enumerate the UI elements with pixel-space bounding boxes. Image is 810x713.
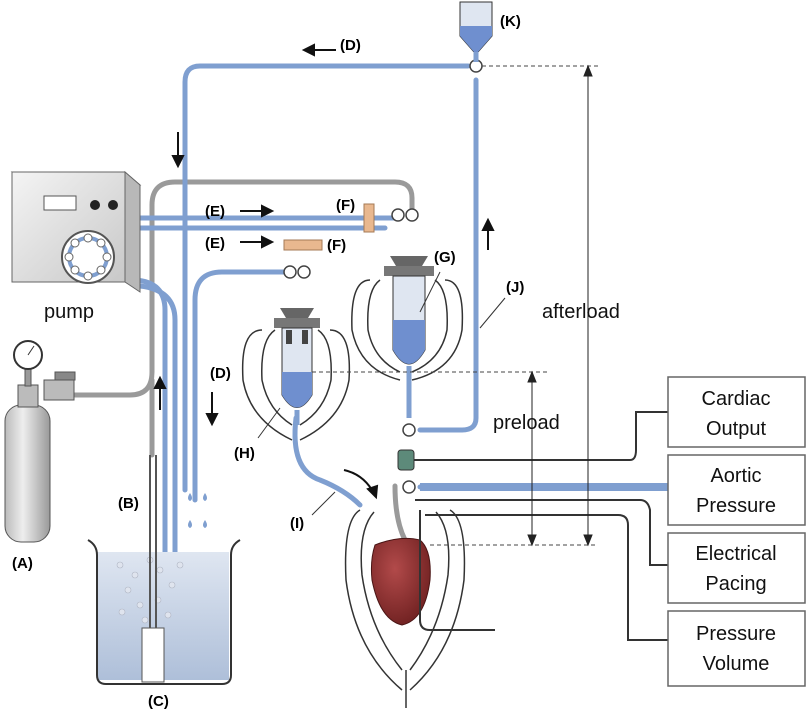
label-f-2: (F) bbox=[327, 237, 346, 254]
afterload-label: afterload bbox=[542, 301, 620, 323]
pressure-volume-line1: Pressure bbox=[696, 623, 776, 645]
heart-chamber bbox=[344, 509, 466, 708]
dimension-arrows bbox=[527, 64, 593, 547]
label-c: (C) bbox=[148, 693, 169, 710]
cardiac-output-line1: Cardiac bbox=[702, 388, 771, 410]
stopcocks bbox=[283, 59, 483, 494]
label-d-top: (D) bbox=[340, 37, 361, 54]
f-tube-vertical bbox=[363, 203, 375, 233]
label-b: (B) bbox=[118, 495, 139, 512]
pressure-volume-line2: Volume bbox=[703, 653, 770, 675]
pump-label: pump bbox=[44, 301, 94, 323]
leader-h bbox=[257, 407, 281, 439]
leader-g bbox=[419, 271, 441, 313]
beaker: (C) (B) bbox=[87, 455, 241, 710]
aortic-pressure-line1: Aortic bbox=[710, 465, 761, 487]
measurement-boxes bbox=[667, 376, 806, 687]
leader-i bbox=[311, 491, 336, 516]
heart bbox=[370, 537, 431, 626]
gas-cylinder: (A) bbox=[4, 340, 76, 572]
label-e-2: (E) bbox=[205, 235, 225, 252]
label-e-1: (E) bbox=[205, 203, 225, 220]
cables bbox=[414, 411, 668, 641]
cardiac-output-line2: Output bbox=[706, 418, 766, 440]
f-tube-horizontal bbox=[283, 239, 323, 251]
electrical-pacing-line1: Electrical bbox=[695, 543, 776, 565]
label-d-mid: (D) bbox=[210, 365, 231, 382]
label-g: (G) bbox=[434, 249, 456, 266]
label-h: (H) bbox=[234, 445, 255, 462]
electrical-pacing-line2: Pacing bbox=[705, 573, 766, 595]
gray-tubing bbox=[72, 179, 415, 543]
label-k: (K) bbox=[500, 13, 521, 30]
level-lines bbox=[312, 65, 598, 546]
label-i: (I) bbox=[290, 515, 304, 532]
compliance-funnel bbox=[459, 1, 493, 62]
preload-label: preload bbox=[493, 412, 560, 434]
aortic-pressure-line2: Pressure bbox=[696, 495, 776, 517]
leader-j bbox=[479, 297, 506, 329]
afterload-chamber bbox=[351, 256, 464, 418]
preload-chamber bbox=[241, 308, 351, 441]
label-j: (J) bbox=[506, 279, 524, 296]
flow-arrows bbox=[153, 43, 495, 500]
label-a: (A) bbox=[12, 555, 33, 572]
flow-probe bbox=[397, 449, 415, 471]
drops bbox=[188, 493, 207, 528]
label-f-1: (F) bbox=[336, 197, 355, 214]
pump: pump bbox=[10, 170, 142, 323]
